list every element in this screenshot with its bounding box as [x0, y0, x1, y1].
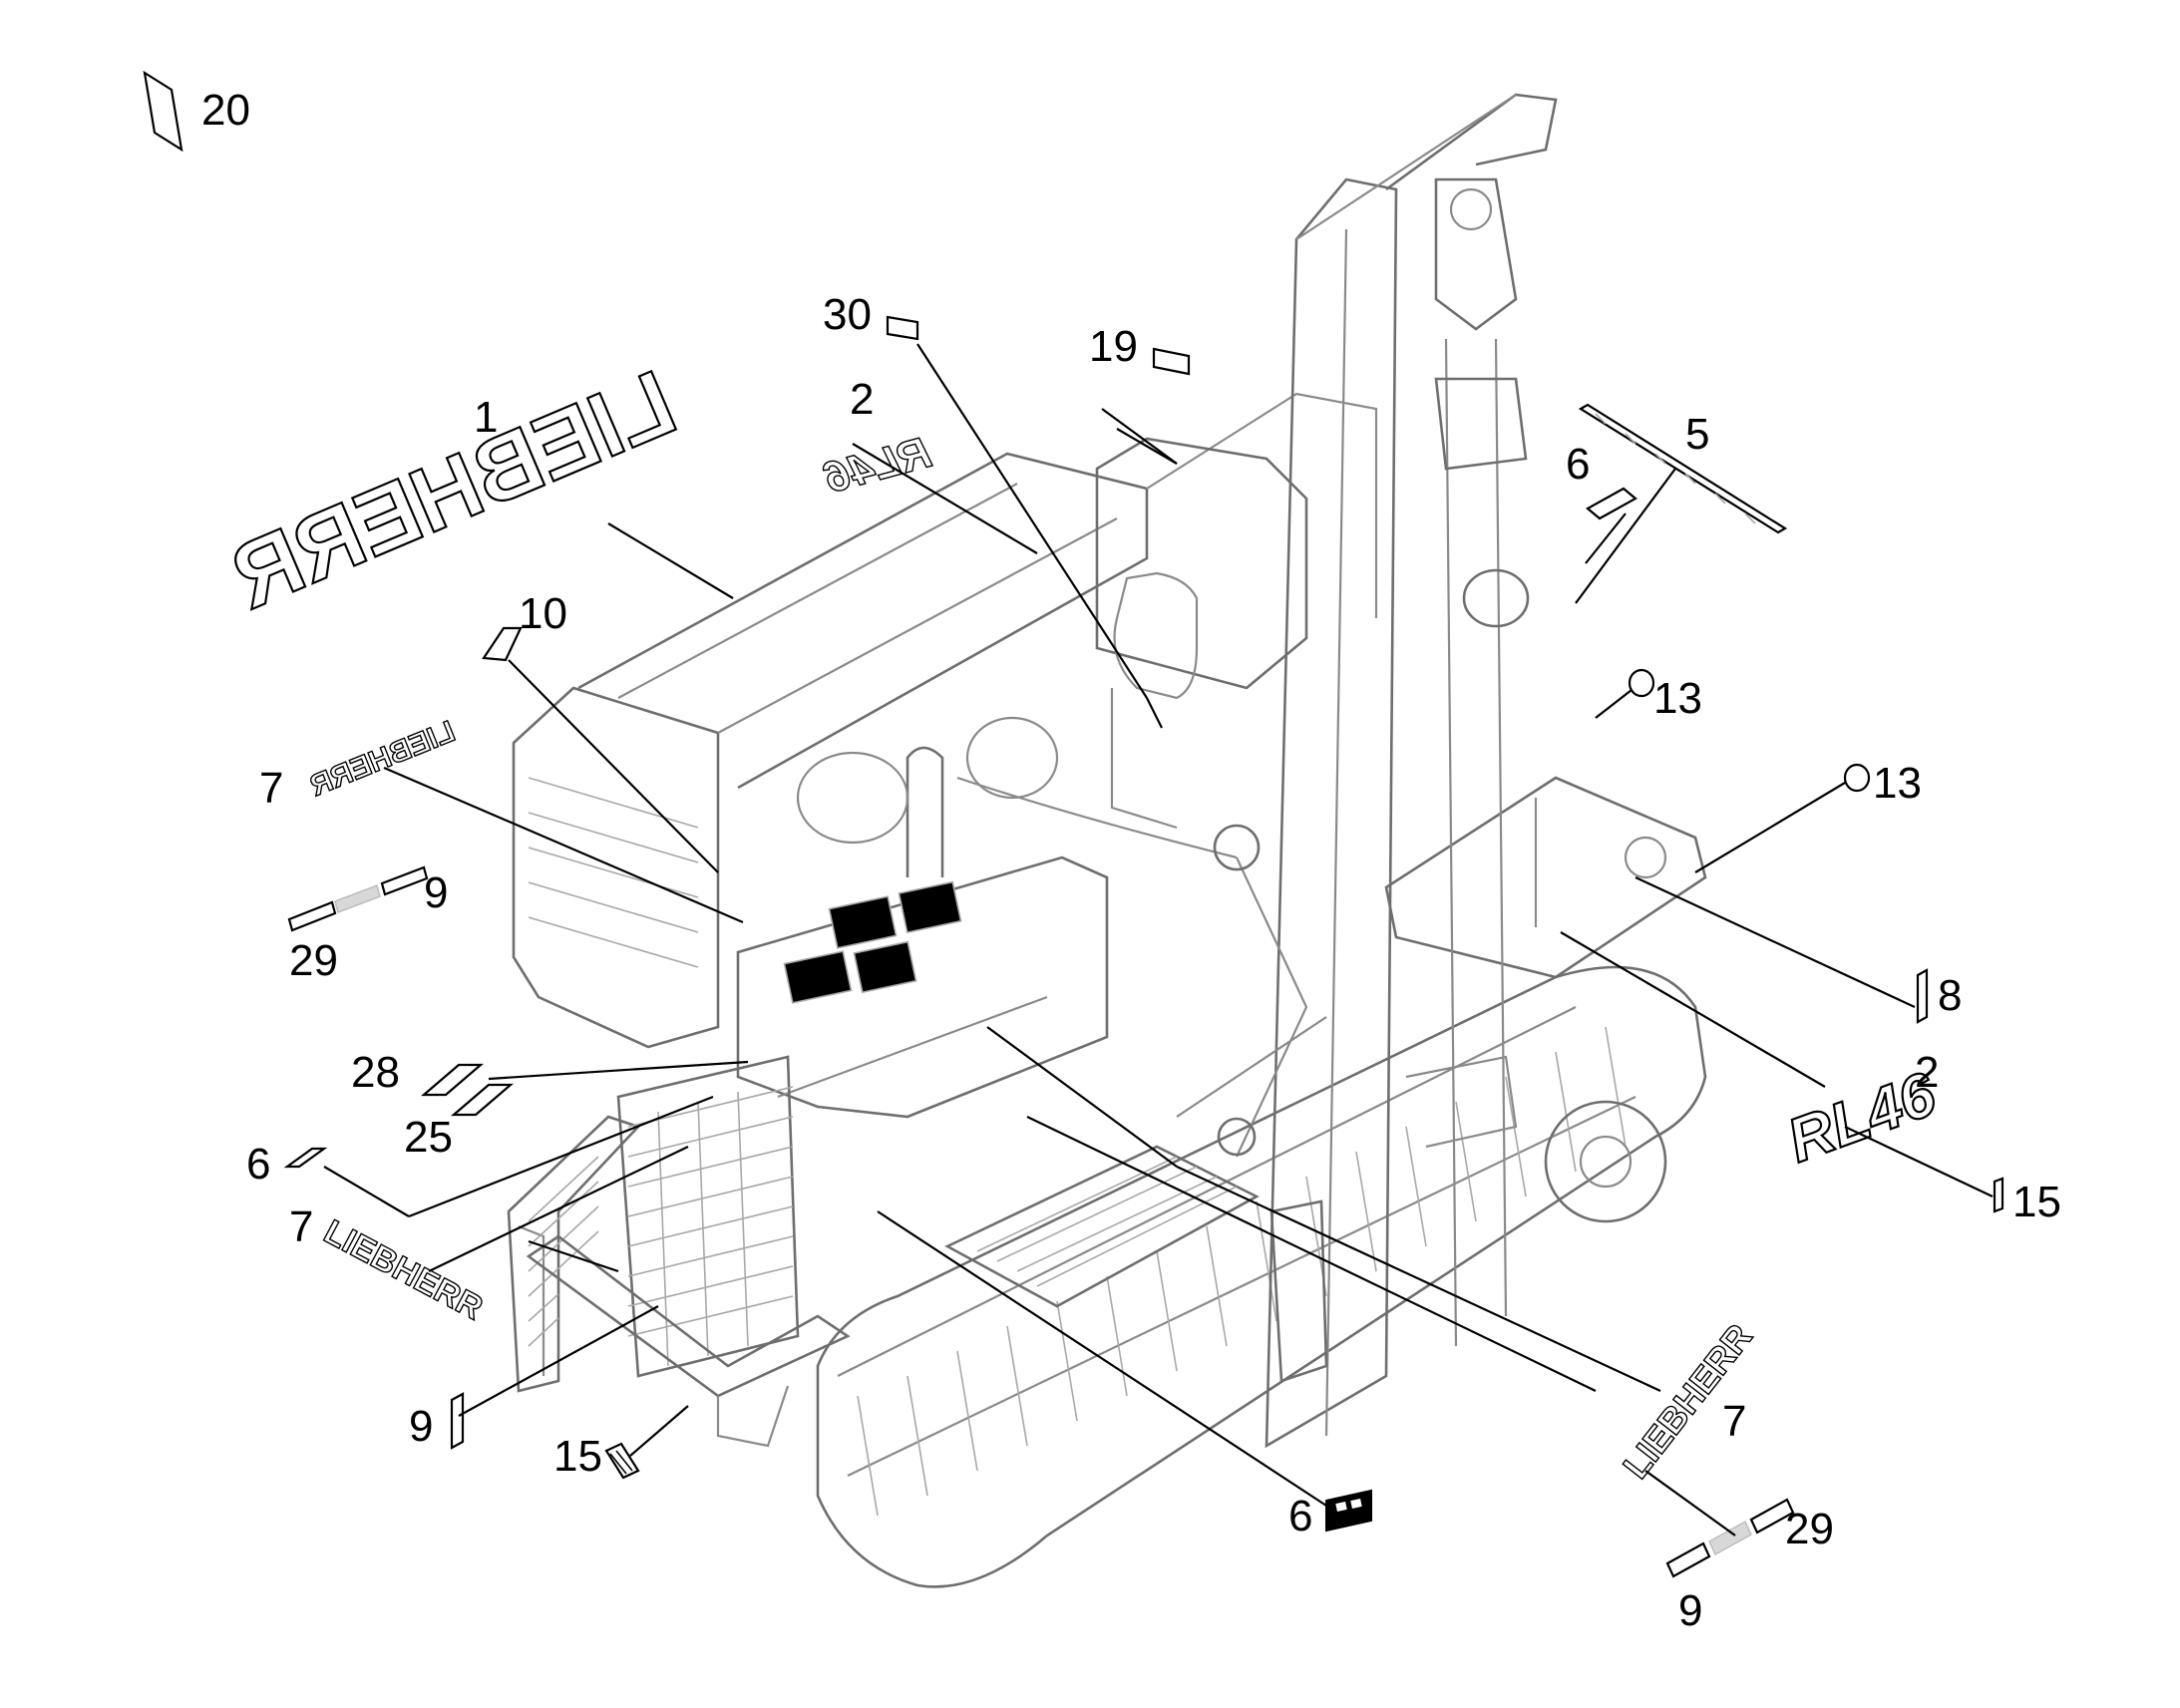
callout-6-top: 6 — [1566, 440, 1590, 489]
callout-28: 28 — [351, 1048, 400, 1097]
decals: LIEBHERR RL46 LIEBHERR — [143, 70, 2004, 1578]
operator-cab — [1095, 437, 1308, 830]
decal-5-stripe — [1578, 403, 1788, 534]
logo-1-text: LIEBHERR — [218, 352, 690, 629]
decal-6-left — [283, 1147, 328, 1169]
callout-10: 10 — [519, 589, 567, 638]
decal-7-front-left: LIEBHERR — [317, 1212, 490, 1329]
upper-frame — [577, 392, 1378, 790]
model-text-top: RL46 — [819, 428, 935, 503]
callout-25: 25 — [404, 1113, 453, 1162]
callout-15-front: 15 — [553, 1432, 602, 1481]
vertical-mast — [1265, 93, 1558, 1449]
decal-10-panel — [482, 626, 523, 662]
machine-drawing — [507, 93, 1707, 1588]
radiator-grille — [616, 1055, 800, 1378]
logo-7b-text: LIEBHERR — [318, 1212, 489, 1327]
callout-2-right: 2 — [1915, 1048, 1939, 1097]
decal-19-rect — [1152, 347, 1191, 376]
callout-15-right: 15 — [2012, 1178, 2061, 1226]
callout-19: 19 — [1089, 322, 1138, 371]
linkage — [956, 776, 1518, 1158]
callout-6-bottom: 6 — [1288, 1492, 1312, 1540]
callout-7-left: 7 — [259, 764, 283, 813]
callout-1: 1 — [474, 393, 498, 442]
callout-30: 30 — [823, 290, 872, 339]
counterweight — [512, 686, 720, 1049]
decal-9-29-strip-left — [287, 865, 429, 932]
leader-lines — [323, 343, 1994, 1537]
decal-1-liebherr-logo: LIEBHERR — [216, 350, 690, 629]
engine-hood — [736, 716, 1109, 1119]
step-platform — [944, 1145, 1260, 1308]
callout-9-left: 9 — [424, 868, 448, 917]
decal-30-rect — [886, 315, 919, 341]
callout-7-front: 7 — [289, 1202, 313, 1251]
decal-15-right — [1993, 1177, 2004, 1213]
decal-13-oval-a — [1628, 668, 1655, 698]
callout-29-right: 29 — [1785, 1505, 1834, 1553]
side-frame — [1384, 776, 1707, 979]
decal-28-panel — [421, 1063, 484, 1097]
decal-2-rl46-top: RL46 — [819, 427, 937, 504]
callout-labels: 20 30 19 1 2 5 6 10 13 13 7 9 29 8 2 28 … — [201, 86, 2061, 1635]
decal-25-panel — [451, 1083, 514, 1117]
callout-6-left: 6 — [246, 1140, 270, 1189]
decal-6-top — [1586, 487, 1637, 520]
callout-9-right: 9 — [1678, 1586, 1702, 1635]
callout-7-right: 7 — [1722, 1397, 1746, 1446]
callout-29-left: 29 — [289, 936, 338, 985]
callout-2-top: 2 — [850, 375, 874, 424]
decal-20-sheet — [143, 70, 183, 153]
decal-8-strip — [1916, 968, 1929, 1024]
callout-5: 5 — [1685, 410, 1709, 459]
callout-13-a: 13 — [1653, 674, 1702, 723]
decal-9-front-strip — [450, 1392, 465, 1450]
callout-8: 8 — [1938, 971, 1962, 1020]
decal-15-diamond — [604, 1442, 640, 1480]
callout-9-front: 9 — [409, 1402, 433, 1451]
decal-6-bottom-plate — [1325, 1489, 1372, 1533]
left-crawler-track — [507, 1115, 641, 1393]
decal-13-oval-b — [1843, 763, 1871, 793]
callout-20: 20 — [201, 86, 250, 135]
callout-13-b: 13 — [1873, 759, 1922, 808]
decal-9-29-strip-right — [1665, 1498, 1795, 1578]
front-bumper — [526, 1234, 851, 1448]
